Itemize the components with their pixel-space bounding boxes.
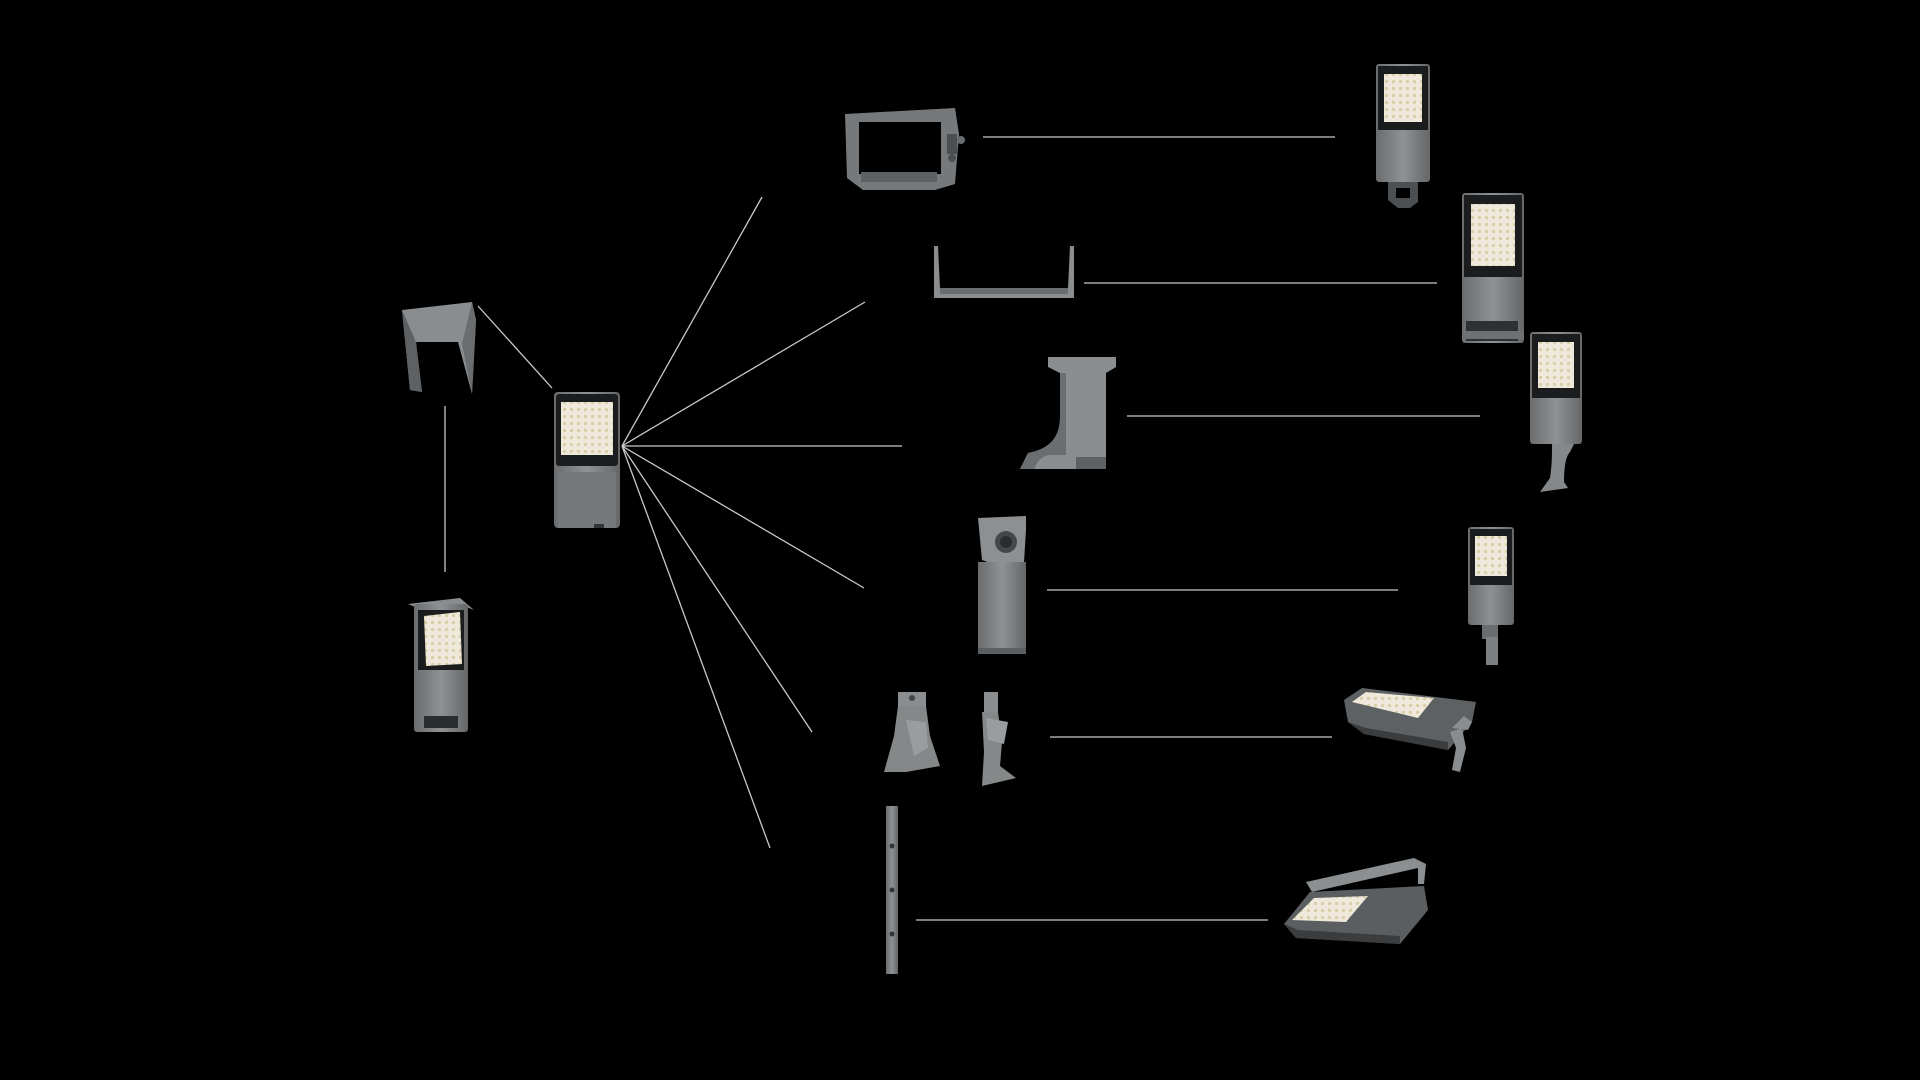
connector-lines <box>444 136 1480 921</box>
floodlight-with-yoke <box>1376 64 1430 208</box>
line-to-tilt-brackets <box>621 445 813 733</box>
line-to-yoke-bracket <box>621 196 763 447</box>
slip-fitter-adapter <box>978 516 1026 654</box>
yoke-bracket <box>845 108 965 190</box>
line-shield-to-floodlight <box>477 305 553 389</box>
floodlight-tilted <box>1344 688 1476 772</box>
wall-arm-bracket <box>1020 357 1116 469</box>
pole-strap-bar <box>886 806 898 974</box>
floodlight-with-yoke-tilted <box>1284 858 1428 944</box>
floodlight-with-arm <box>1530 332 1582 492</box>
floodlight-with-u-bracket <box>1462 193 1524 343</box>
central-floodlight <box>554 392 620 528</box>
line-to-u-bracket <box>621 301 866 447</box>
u-bracket <box>934 246 1074 298</box>
line-to-slip-fitter <box>621 445 865 589</box>
line-to-strap-bar <box>621 445 771 849</box>
floodlight-with-slip-fitter <box>1468 527 1514 665</box>
tilt-mount-brackets <box>884 692 1016 786</box>
glare-shield <box>402 302 476 394</box>
floodlight-with-glare-shield <box>408 598 474 732</box>
